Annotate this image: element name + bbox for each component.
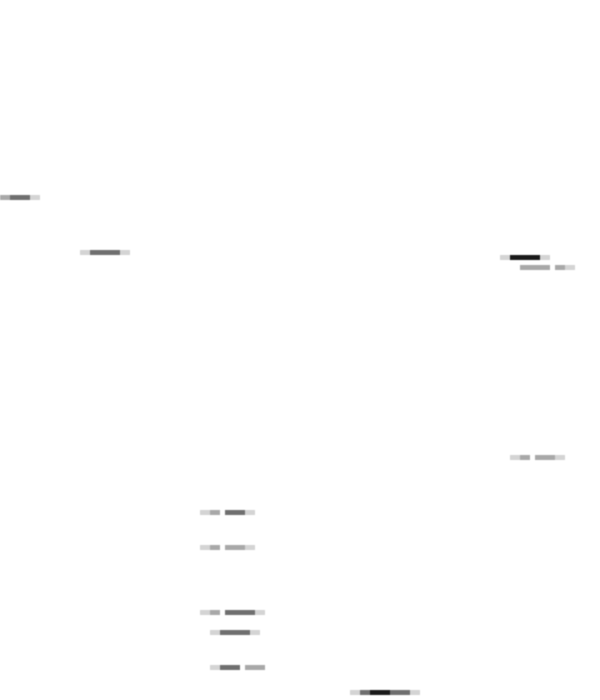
center-label-2 bbox=[200, 545, 255, 550]
center-label-5 bbox=[210, 665, 265, 670]
center-label-3 bbox=[200, 610, 265, 615]
bottom-center-label bbox=[350, 690, 420, 695]
center-label-4 bbox=[210, 630, 260, 635]
lower-right-label bbox=[510, 455, 565, 460]
upper-right-label bbox=[500, 255, 550, 260]
upper-right-sublabel bbox=[520, 265, 575, 270]
center-label-1 bbox=[200, 510, 255, 515]
upper-left-label bbox=[80, 250, 130, 255]
left-edge-label bbox=[0, 195, 40, 200]
